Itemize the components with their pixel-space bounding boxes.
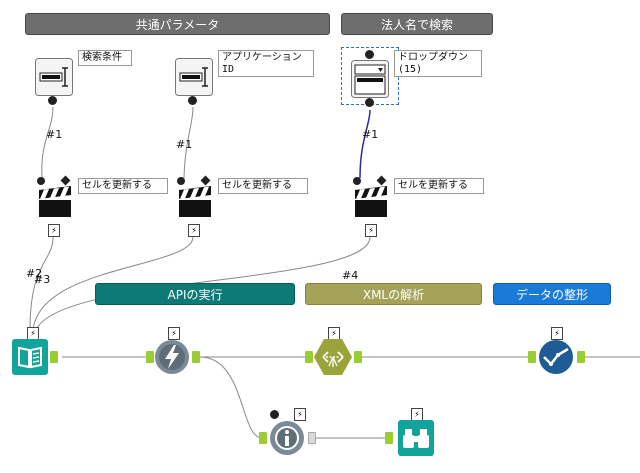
action-anchor-icon[interactable]: ⚡ xyxy=(188,224,200,237)
run-command-tool[interactable] xyxy=(154,339,190,375)
input-anchor[interactable] xyxy=(385,432,393,444)
update-cell-1-annotation: セルを更新する xyxy=(78,178,168,194)
update-cell-tool-3[interactable] xyxy=(352,175,392,220)
text-box-icon xyxy=(35,58,73,96)
message-tool[interactable] xyxy=(269,420,305,456)
binoculars-icon xyxy=(398,420,434,456)
container-api-execution[interactable]: APIの実行 xyxy=(95,283,295,305)
question-anchor-icon[interactable] xyxy=(270,410,279,419)
dropdown-tool[interactable] xyxy=(351,60,389,98)
update-cell-3-annotation: セルを更新する xyxy=(394,178,484,194)
dropdown-annotation: ドロップダウン (15) xyxy=(394,50,482,77)
select-records-tool[interactable] xyxy=(538,339,574,375)
xml-parse-tool[interactable] xyxy=(314,339,352,375)
question-anchor-icon[interactable] xyxy=(365,98,374,107)
lightning-gear-icon xyxy=(155,340,189,374)
book-icon xyxy=(12,339,48,375)
container-data-shaping[interactable]: データの整形 xyxy=(493,283,611,305)
browse-tool[interactable] xyxy=(398,420,434,456)
container-xml-parse[interactable]: XMLの解析 xyxy=(305,283,482,305)
question-anchor-icon[interactable] xyxy=(48,96,57,105)
clapperboard-icon xyxy=(177,175,211,217)
input-anchor[interactable] xyxy=(259,432,267,444)
output-anchor[interactable] xyxy=(308,432,316,444)
output-anchor[interactable] xyxy=(354,351,362,363)
output-anchor[interactable] xyxy=(577,351,585,363)
dropdown-label: ドロップダウン xyxy=(398,52,468,63)
input-anchor[interactable] xyxy=(146,351,154,363)
dropdown-icon xyxy=(351,60,389,98)
xml-parse-icon xyxy=(314,339,352,375)
data-cleanse-icon xyxy=(539,340,573,374)
container-common-parameters[interactable]: 共通パラメータ xyxy=(25,13,330,35)
info-gear-icon xyxy=(270,421,304,455)
connection-label-1: #1 xyxy=(46,128,63,141)
connection-label-6: #4 xyxy=(342,269,359,282)
dropdown-sublabel: (15) xyxy=(398,64,423,75)
action-anchor-icon[interactable]: ⚡ xyxy=(48,224,60,237)
text-box-tool-1[interactable] xyxy=(35,58,73,96)
connection-label-3: #1 xyxy=(362,128,379,141)
text-box-icon xyxy=(175,58,213,96)
text-box-tool-2[interactable] xyxy=(175,58,213,96)
input-book-tool[interactable] xyxy=(12,339,48,375)
action-anchor-icon[interactable]: ⚡ xyxy=(294,408,306,421)
action-anchor-icon[interactable]: ⚡ xyxy=(551,327,563,340)
container-search-by-corp[interactable]: 法人名で検索 xyxy=(341,13,493,35)
text-box-2-annotation: アプリケーション ID xyxy=(218,50,314,77)
action-anchor-icon[interactable]: ⚡ xyxy=(27,327,39,340)
output-anchor[interactable] xyxy=(192,351,200,363)
action-anchor-icon[interactable]: ⚡ xyxy=(365,224,377,237)
connection-label-4: #2 xyxy=(26,267,43,280)
clapperboard-icon xyxy=(353,175,387,217)
input-anchor[interactable] xyxy=(528,351,536,363)
connection-label-5: #3 xyxy=(34,273,51,286)
action-anchor-icon[interactable]: ⚡ xyxy=(168,327,180,340)
update-cell-2-annotation: セルを更新する xyxy=(218,178,308,194)
update-cell-tool-2[interactable] xyxy=(176,175,216,220)
connection-label-2: #1 xyxy=(176,138,193,151)
question-anchor-icon[interactable] xyxy=(365,50,374,59)
input-anchor[interactable] xyxy=(305,351,313,363)
text-box-1-annotation: 検索条件 xyxy=(78,50,132,66)
clapperboard-icon xyxy=(37,175,71,217)
output-anchor[interactable] xyxy=(50,351,58,363)
update-cell-tool-1[interactable] xyxy=(36,175,76,220)
question-anchor-icon[interactable] xyxy=(188,96,197,105)
